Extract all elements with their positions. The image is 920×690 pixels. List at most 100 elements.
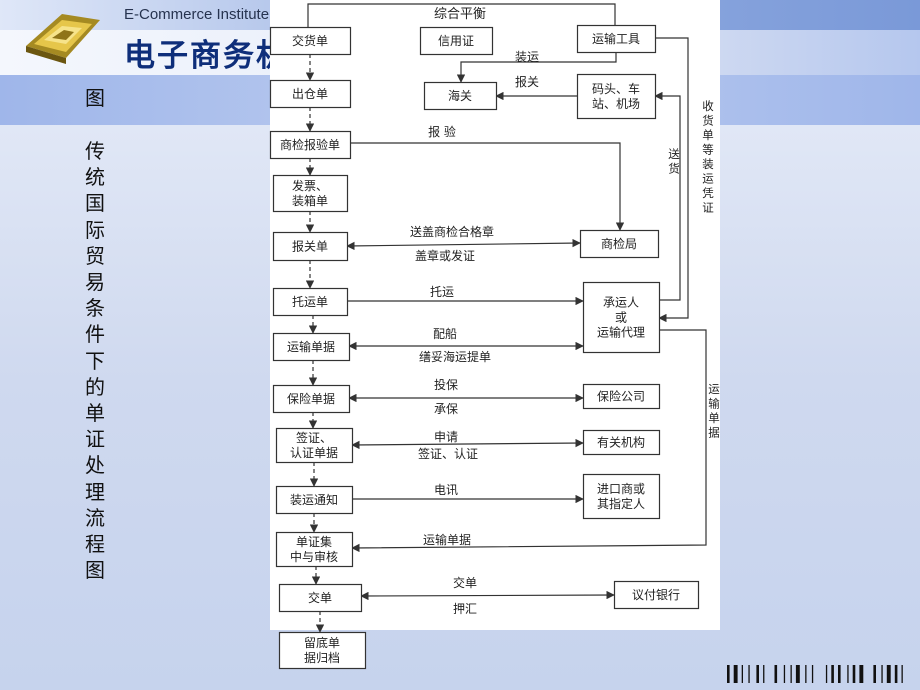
brand-english: E-Commerce Institute	[124, 6, 270, 23]
edge-label-baoguan: 报关	[515, 74, 539, 89]
box-yifuyinhang	[613, 580, 700, 610]
edge-label-quetuo: 缮妥海运提单	[419, 349, 491, 364]
box-chucangdan	[269, 79, 352, 109]
box-label-danzhengji: 中与审核	[290, 549, 338, 564]
edge-label-jiaodan: 交单	[453, 575, 477, 590]
box-label-yifuyinhang: 议付银行	[632, 588, 680, 602]
box-label-fapiao: 发票、	[292, 178, 328, 193]
edge-label-chengbao: 承保	[434, 402, 458, 416]
box-label-danzhengji: 单证集	[296, 534, 332, 549]
box-label-tuoyundan: 托运单	[292, 295, 328, 309]
edge-qianzheng	[351, 438, 584, 450]
box-label-matou: 码头、车	[592, 81, 640, 96]
diagram-top-label: 综合平衡	[434, 7, 486, 22]
box-tuoyundan	[272, 287, 349, 317]
institute-logo	[26, 14, 100, 64]
box-label-fapiao: 装箱单	[292, 193, 328, 208]
edge-shouhuo	[655, 37, 689, 323]
edge-label-tuoyun: 托运	[430, 285, 454, 299]
box-label-chengyunren: 或	[615, 311, 627, 325]
edge-yunshudanju	[351, 329, 707, 553]
box-yunshudanju	[272, 332, 351, 362]
edge-label-yunshudanju_v: 据	[708, 426, 720, 440]
edge-label-zhuangyun: 装运	[515, 50, 539, 64]
box-label-shangjianju: 商检局	[601, 236, 637, 251]
box-shangjian	[269, 130, 352, 160]
box-label-baoxiandanju: 保险单据	[287, 391, 335, 406]
box-jiaodan	[278, 583, 363, 613]
box-label-jinkoushang: 进口商或	[597, 481, 645, 496]
box-jiaohuodan	[269, 26, 352, 56]
edge-label-shouhuodan: 单	[702, 128, 714, 142]
box-chengyunren	[582, 281, 661, 354]
barcode-decoration	[727, 665, 903, 683]
edge-label-baoyan: 报 验	[428, 124, 456, 139]
box-shangjianju	[579, 229, 660, 259]
box-haiguan	[423, 81, 498, 111]
box-label-jinkoushang: 其指定人	[597, 496, 645, 511]
box-baoxiandanju	[272, 384, 351, 414]
edge-label-songgai: 送盖商检合格章	[410, 224, 494, 239]
box-fapiao	[272, 174, 349, 213]
box-label-jiaodan: 交单	[308, 590, 332, 605]
balance-frame	[307, 3, 616, 27]
box-label-youguanjigou: 有关机构	[597, 435, 645, 450]
box-matou	[576, 73, 657, 120]
box-label-yunshugongju: 运输工具	[592, 31, 640, 46]
box-label-liudi: 留底单	[304, 635, 340, 650]
edge-baoyan	[350, 142, 625, 231]
edge-label-peichuan: 配船	[433, 327, 457, 341]
box-qianzheng	[275, 427, 354, 464]
box-label-matou: 站、机场	[592, 97, 640, 111]
edge-label-yunshudanju_v: 输	[708, 397, 720, 411]
edge-label-songhuo: 送	[668, 147, 680, 161]
edge-jiaodan	[360, 590, 615, 601]
edge-label-shouhuodan: 运	[702, 172, 714, 186]
edge-label-shouhuodan: 证	[702, 201, 714, 215]
edge-label-dianxun: 电讯	[434, 483, 458, 497]
box-label-chengyunren: 承运人	[603, 296, 639, 310]
box-label-haiguan: 海关	[448, 88, 472, 103]
box-baoguandan	[272, 231, 349, 262]
box-liudi	[278, 631, 367, 670]
edge-label-qianzheng_renzheng: 签证、认证	[418, 446, 478, 461]
edge-label-shouhuodan: 装	[702, 157, 714, 171]
figure-label: 图	[85, 86, 105, 110]
box-youguanjigou	[582, 429, 661, 456]
box-label-baoxiangongsi: 保险公司	[597, 389, 645, 404]
edge-label-shenqing: 申请	[434, 430, 458, 444]
box-label-liudi: 据归档	[304, 651, 340, 665]
box-label-qianzheng: 认证单据	[290, 446, 338, 460]
box-xinyongzheng	[419, 26, 494, 56]
box-label-chucangdan: 出仓单	[292, 87, 328, 101]
edge-songhuo	[654, 91, 681, 301]
edge-label-yunshudanju_v: 运	[708, 382, 720, 396]
edge-label-gaizhang: 盖章或发证	[415, 248, 475, 263]
brand-chinese: 电子商务机	[124, 38, 289, 74]
box-baoxiangongsi	[582, 383, 661, 410]
box-label-baoguandan: 报关单	[292, 239, 328, 254]
edge-label-shouhuodan: 等	[702, 143, 714, 157]
edge-label-songhuo: 货	[668, 162, 680, 176]
edge-label-yunshudanju: 运输单据	[423, 532, 471, 547]
box-label-chengyunren: 运输代理	[597, 325, 645, 340]
figure-caption: 传统国际贸易条件下的单证处理流程图	[85, 139, 105, 583]
box-label-jiaohuodan: 交货单	[292, 33, 328, 48]
box-danzhengji	[275, 531, 354, 568]
edge-zhuangyun	[456, 52, 617, 83]
edge-label-shouhuodan: 货	[702, 114, 714, 128]
box-yunshugongju	[576, 24, 657, 54]
box-zhuangyun	[275, 485, 354, 515]
box-label-yunshudanju: 运输单据	[287, 339, 335, 354]
box-label-zhuangyun: 装运通知	[290, 493, 338, 507]
box-label-shangjian: 商检报验单	[280, 137, 340, 152]
box-label-qianzheng: 签证、	[296, 430, 332, 445]
edge-label-shouhuodan: 凭	[702, 186, 714, 200]
box-jinkoushang	[582, 473, 661, 520]
box-label-xinyongzheng: 信用证	[438, 34, 474, 48]
edge-label-yunshudanju_v: 单	[708, 411, 720, 425]
edge-label-shouhuodan: 收	[702, 99, 714, 113]
edge-label-toubao: 投保	[434, 377, 458, 392]
edge-shangjian	[346, 238, 581, 251]
